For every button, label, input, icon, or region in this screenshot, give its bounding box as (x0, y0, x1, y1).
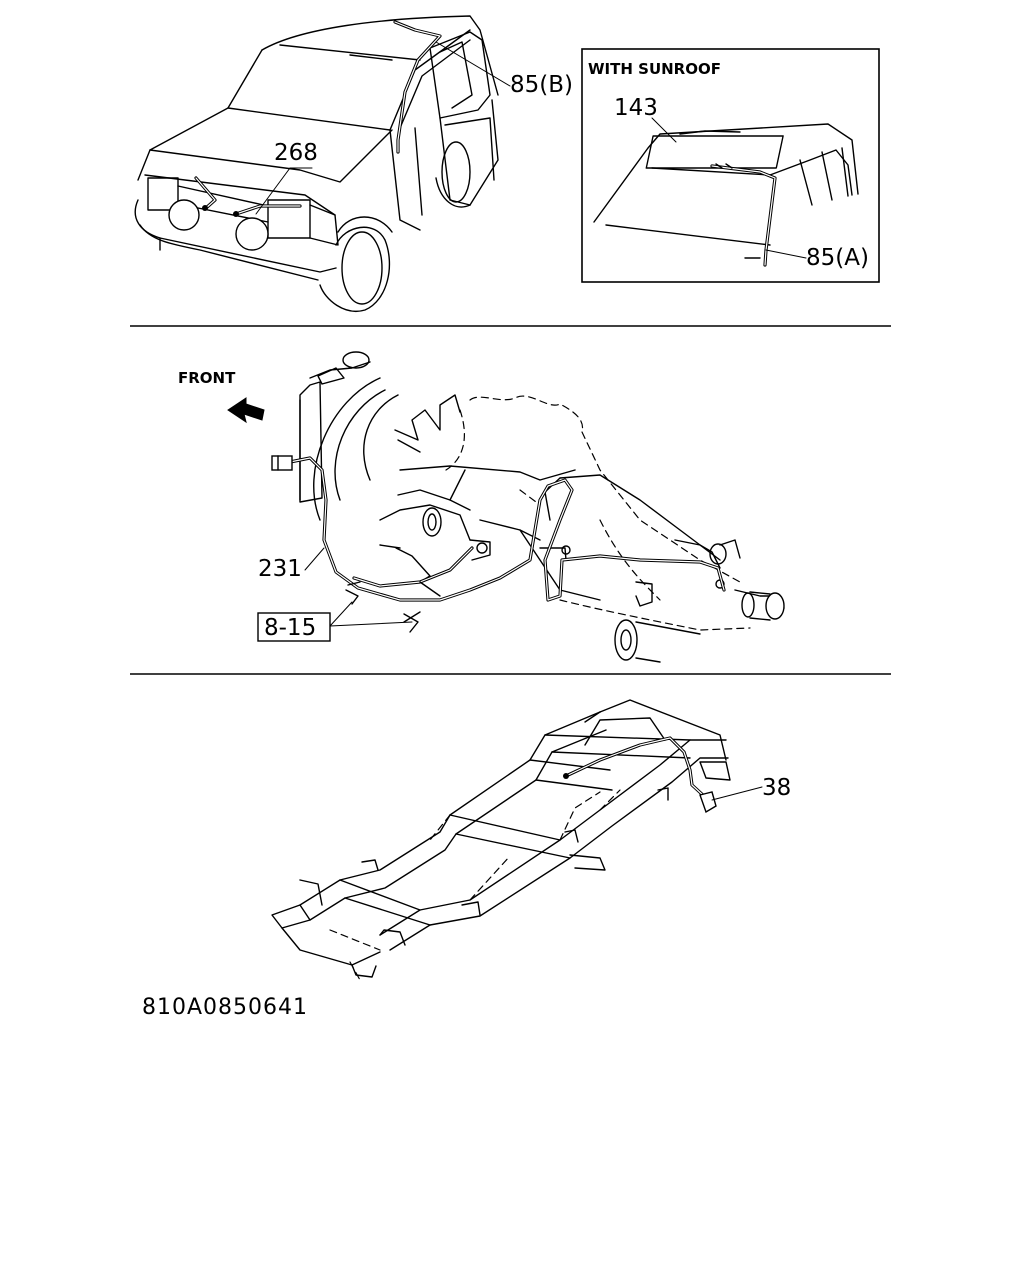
harness-38 (563, 736, 717, 814)
label-85b: 85(B) (510, 72, 573, 98)
harness-231 (271, 455, 726, 633)
transmission-illustration (299, 351, 785, 663)
vehicle-body-illustration (134, 15, 511, 312)
label-268: 268 (274, 140, 318, 166)
label-8-15-box (257, 612, 331, 642)
leader-231 (304, 547, 325, 571)
label-231: 231 (258, 556, 302, 582)
front-arrow-icon (227, 397, 265, 424)
drawing-code: 810A0850641 (142, 995, 308, 1020)
front-label: FRONT (178, 369, 236, 387)
label-85a: 85(A) (806, 245, 869, 271)
leader-8-15-a (329, 601, 353, 627)
chassis-frame-illustration (271, 699, 731, 981)
label-143: 143 (614, 95, 658, 121)
label-8-15: 8-15 (264, 615, 316, 641)
leader-8-15-b (329, 621, 413, 627)
sunroof-inset (581, 48, 880, 283)
label-38: 38 (762, 775, 791, 801)
inset-title: WITH SUNROOF (588, 60, 721, 78)
leader-38 (711, 786, 763, 801)
